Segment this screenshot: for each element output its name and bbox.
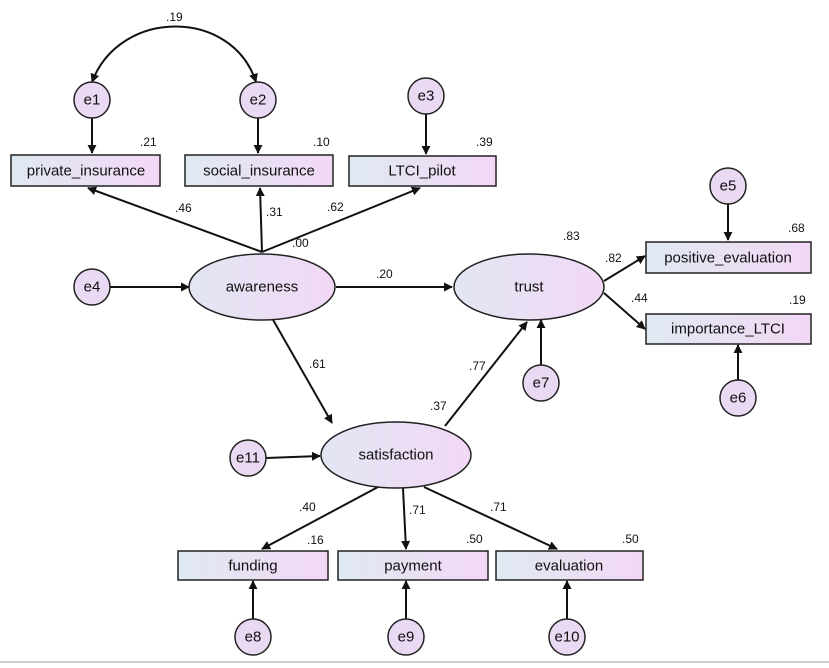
error-label-e9: e9: [398, 629, 415, 646]
error-label-e11: e11: [236, 450, 260, 467]
edge-trust-importance-ltci: [603, 292, 646, 330]
node-importance-ltci: importance_LTCI: [645, 313, 812, 345]
node-label-trust: trust: [514, 279, 544, 296]
r2-private-insurance: .21: [140, 135, 157, 149]
node-positive-evaluation: positive_evaluation: [645, 241, 812, 274]
node-label-awareness: awareness: [226, 279, 299, 296]
error-e6: e6: [719, 379, 757, 417]
node-social-insurance: social_insurance: [184, 154, 334, 187]
node-label-satisfaction: satisfaction: [358, 447, 433, 464]
r2-funding: .16: [307, 533, 324, 547]
edge-satisfaction-trust: [444, 321, 528, 427]
r2-social-insurance: .10: [313, 135, 330, 149]
coef-satisfaction-trust: .77: [469, 359, 486, 373]
error-e8: e8: [234, 618, 272, 656]
coef-awareness-satisfaction: .61: [309, 357, 326, 371]
edge-satisfaction-payment: [401, 487, 411, 550]
error-e9: e9: [387, 618, 425, 656]
error-label-e1: e1: [84, 92, 101, 109]
r2-ltci-pilot: .39: [476, 135, 493, 149]
node-satisfaction: satisfaction: [320, 421, 472, 489]
r2-satisfaction: .37: [430, 399, 447, 413]
edge-awareness-private-insurance: [87, 186, 263, 253]
node-funding: funding: [177, 550, 329, 581]
node-label-importance-ltci: importance_LTCI: [671, 321, 785, 338]
error-label-e4: e4: [84, 279, 101, 296]
error-label-e10: e10: [554, 629, 579, 646]
coef-satisfaction-funding: .40: [299, 500, 316, 514]
edge-e1-e2-covariance: [90, 25, 258, 83]
error-e5: e5: [709, 167, 747, 205]
node-label-private-insurance: private_insurance: [27, 163, 145, 180]
r2-payment: .50: [466, 532, 483, 546]
node-label-evaluation: evaluation: [535, 558, 603, 575]
r2-positive-evaluation: .68: [788, 221, 805, 235]
error-e11: e11: [229, 439, 267, 477]
error-label-e6: e6: [730, 390, 747, 407]
error-label-e5: e5: [720, 178, 737, 195]
r2-trust: .83: [563, 229, 580, 243]
error-e7: e7: [522, 364, 560, 402]
error-e10: e10: [548, 618, 586, 656]
edge-awareness-ltci-pilot: [261, 186, 421, 253]
coef-satisfaction-evaluation: .71: [490, 500, 507, 514]
coef-awareness-trust: .20: [376, 267, 393, 281]
error-e2: e2: [239, 81, 277, 119]
coef-satisfaction-payment: .71: [409, 503, 426, 517]
node-label-payment: payment: [384, 558, 442, 575]
error-e3: e3: [407, 77, 445, 115]
node-label-funding: funding: [228, 558, 277, 575]
edge-satisfaction-funding: [261, 486, 379, 550]
error-e4: e4: [73, 268, 111, 306]
node-label-social-insurance: social_insurance: [203, 163, 315, 180]
edge-satisfaction-evaluation: [423, 486, 558, 550]
node-trust: trust: [453, 253, 605, 321]
coef-e1-e2-covariance: .19: [166, 10, 183, 24]
node-payment: payment: [337, 550, 489, 581]
error-label-e2: e2: [250, 92, 267, 109]
coef-awareness-social-insurance: .31: [266, 205, 283, 219]
coef-awareness-ltci-pilot: .62: [327, 200, 344, 214]
r2-evaluation: .50: [622, 532, 639, 546]
node-awareness: awareness: [188, 253, 336, 321]
error-label-e7: e7: [533, 375, 550, 392]
r2-awareness: .00: [292, 236, 309, 250]
edge-awareness-social-insurance: [255, 187, 265, 253]
error-label-e8: e8: [245, 629, 262, 646]
edge-e11-satisfaction: [265, 451, 321, 461]
node-label-ltci-pilot: LTCI_pilot: [388, 163, 456, 180]
node-private-insurance: private_insurance: [10, 154, 161, 187]
edge-trust-positive-evaluation: [603, 255, 646, 282]
coef-trust-importance-ltci: .44: [631, 291, 648, 305]
node-label-positive-evaluation: positive_evaluation: [664, 250, 792, 267]
coef-trust-positive-evaluation: .82: [605, 251, 622, 265]
error-e1: e1: [73, 81, 111, 119]
error-label-e3: e3: [418, 88, 435, 105]
edge-awareness-satisfaction: [271, 317, 333, 424]
r2-importance-ltci: .19: [789, 293, 806, 307]
coef-awareness-private-insurance: .46: [175, 201, 192, 215]
node-ltci-pilot: LTCI_pilot: [348, 155, 497, 187]
node-evaluation: evaluation: [495, 550, 644, 581]
